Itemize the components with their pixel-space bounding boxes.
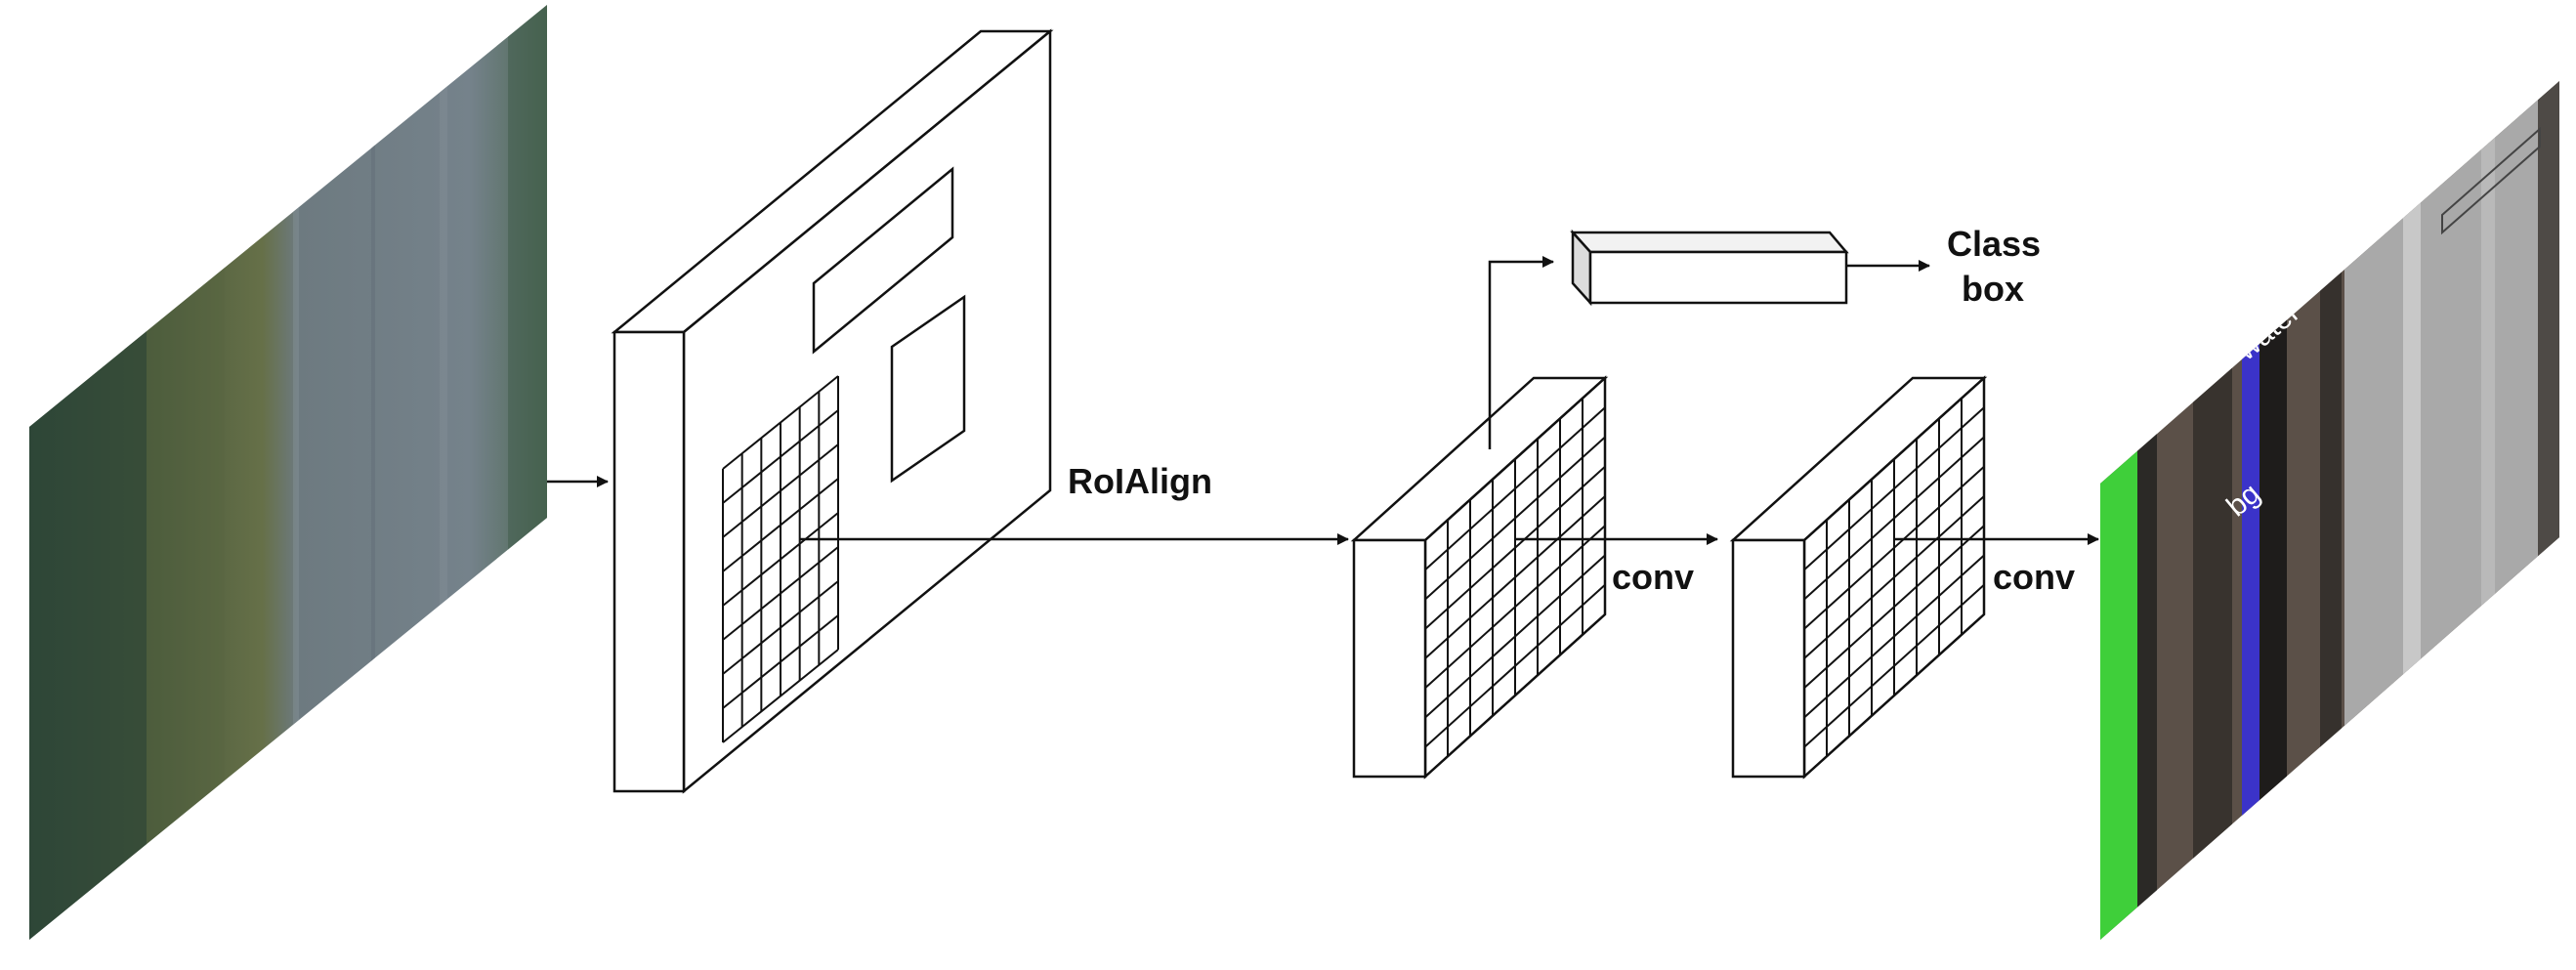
grid-horizontal-line [1803, 525, 1985, 689]
grid-horizontal-line [1803, 436, 1985, 601]
grid-horizontal-line [1803, 584, 1985, 748]
class-label: Class [1947, 224, 2041, 264]
roi-grid [722, 375, 839, 743]
output-segmentation-image: water bg [2100, 81, 2559, 940]
backbone-feature-map [611, 28, 1054, 794]
mask-feature-block-2 [1729, 375, 1988, 780]
grid-horizontal-line [722, 375, 839, 470]
grid-horizontal-line [1424, 613, 1606, 778]
grid-horizontal-line [1803, 495, 1985, 659]
input-aerial-image [29, 5, 547, 940]
grid-horizontal-line [1424, 377, 1606, 541]
grid-horizontal-line [1424, 495, 1606, 659]
block-2-grid [1803, 377, 1985, 778]
grid-horizontal-line [722, 443, 839, 538]
grid-horizontal-line [1424, 554, 1606, 719]
grid-horizontal-line [1803, 406, 1985, 570]
grid-horizontal-line [1424, 436, 1606, 601]
grid-horizontal-line [722, 614, 839, 709]
arrow-to-class-box-head [1488, 256, 1554, 449]
conv-label-1: conv [1612, 557, 1694, 597]
grid-horizontal-line [1803, 466, 1985, 630]
conv-label-2: conv [1993, 557, 2075, 597]
box-label: box [1962, 269, 2024, 309]
grid-horizontal-line [1424, 406, 1606, 570]
grid-horizontal-line [722, 649, 839, 743]
grid-horizontal-line [1424, 584, 1606, 748]
grid-horizontal-line [1424, 525, 1606, 689]
grid-horizontal-line [1803, 613, 1985, 778]
grid-horizontal-line [1803, 377, 1985, 541]
class-box-head [1570, 229, 1849, 307]
grid-horizontal-line [1424, 466, 1606, 630]
grid-horizontal-line [722, 580, 839, 675]
block-1-grid [1424, 377, 1606, 778]
grid-horizontal-line [722, 546, 839, 641]
grid-horizontal-line [722, 478, 839, 572]
grid-horizontal-line [722, 409, 839, 504]
grid-horizontal-line [722, 512, 839, 607]
roi-feature-block-1 [1350, 375, 1609, 780]
grid-horizontal-line [1803, 554, 1985, 719]
roialign-label: RoIAlign [1068, 461, 1212, 501]
